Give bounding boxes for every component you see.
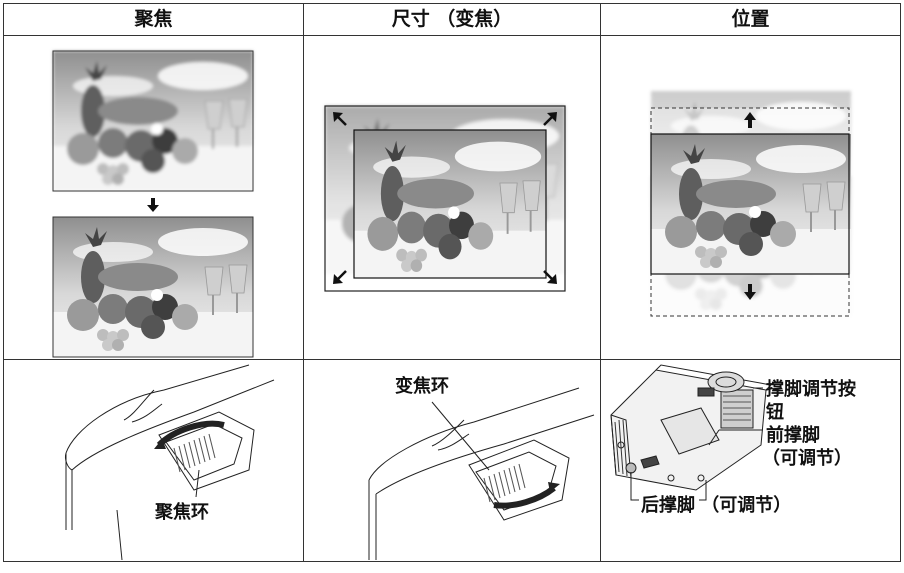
feet-cell: 撑脚调节按 钮 前撑脚 （可调节） 后撑脚 （可调节） [600,359,901,562]
adjustment-table: 聚焦 尺寸 （变焦） 位置 [3,3,901,568]
position-illustration [650,90,852,317]
foot-adjust-button-label-line2: 钮 [766,402,784,423]
projector-underside-drawing [610,364,773,501]
column-header-focus: 聚焦 [3,3,304,36]
focus-illustration [52,50,254,358]
column-header-size: 尺寸 （变焦） [303,3,601,36]
focus-ring-label: 聚焦环 [155,502,209,523]
focus-ring-cell: 聚焦环 [3,359,304,562]
projector-lens-zoom-drawing [368,387,595,560]
image-adjustment-grid: 聚焦 尺寸 （变焦） 位置 [3,3,901,562]
size-illustration [324,105,566,292]
focus-photo-cell [3,35,304,360]
arrow-down-icon [147,198,159,212]
foot-adjust-button-label-line1: 撑脚调节按 [766,379,856,400]
column-header-position: 位置 [600,3,901,36]
expand-arrows-icon [333,112,557,284]
rear-foot-label: 后撑脚 （可调节） [641,495,792,516]
front-foot-label-line2: （可调节） [762,448,852,469]
zoom-ring-cell: 变焦环 [303,359,601,562]
position-photo-cell [600,35,901,360]
projector-lens-focus-drawing [65,364,275,561]
arrow-up-icon [744,112,756,128]
arrow-down-icon [744,284,756,300]
zoom-ring-label: 变焦环 [395,376,449,397]
front-foot-label-line1: 前撑脚 [766,425,820,446]
size-photo-cell [303,35,601,360]
